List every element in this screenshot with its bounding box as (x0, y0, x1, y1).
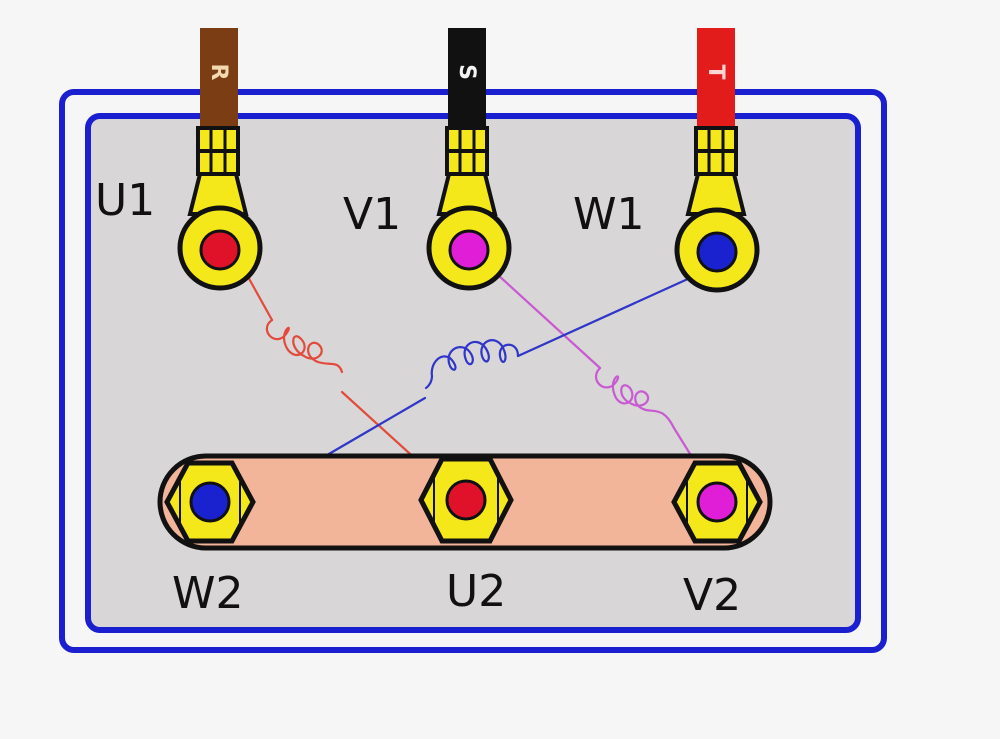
winding-w-wire (320, 276, 692, 460)
lead-t-letter: T (703, 64, 728, 79)
lead-t: T (697, 28, 735, 130)
bottom-terminals (164, 456, 763, 544)
terminal-w2 (164, 460, 256, 544)
terminal-v1-stud (448, 229, 490, 271)
label-v2: V2 (683, 570, 741, 621)
terminal-w1 (674, 126, 760, 293)
bottom-terminal-labels: W2 U2 V2 (172, 566, 741, 621)
terminal-w2-stud (189, 481, 231, 523)
lead-s-letter: S (454, 64, 479, 80)
lead-r-letter: R (206, 64, 231, 81)
label-w2: W2 (172, 568, 244, 619)
supply-leads: R S T (200, 28, 735, 130)
terminal-u2-stud (445, 479, 487, 521)
terminal-u1-stud (199, 229, 241, 271)
terminal-v2 (671, 460, 763, 544)
winding-w-coil (424, 339, 520, 390)
terminal-w1-stud (696, 231, 738, 273)
terminal-v1-neck (436, 172, 498, 216)
terminal-v1 (426, 126, 512, 291)
lead-s-cable (448, 28, 486, 130)
lead-s: S (448, 28, 486, 130)
lead-r-cable (200, 28, 238, 130)
terminal-w1-neck (685, 172, 747, 216)
lead-t-cable (697, 28, 735, 130)
label-w1: W1 (573, 189, 645, 240)
winding-u-coil (265, 318, 344, 374)
terminal-u1 (177, 126, 263, 291)
winding-v-coil (594, 366, 676, 430)
lead-r: R (200, 28, 238, 130)
label-u2: U2 (446, 566, 506, 617)
terminal-u1-neck (187, 172, 249, 216)
top-terminal-labels: U1 V1 W1 (95, 175, 645, 240)
label-u1: U1 (95, 175, 155, 226)
terminal-v2-stud (696, 481, 738, 523)
terminal-u2 (418, 456, 514, 544)
top-terminals (177, 126, 760, 293)
label-v1: V1 (343, 189, 401, 240)
